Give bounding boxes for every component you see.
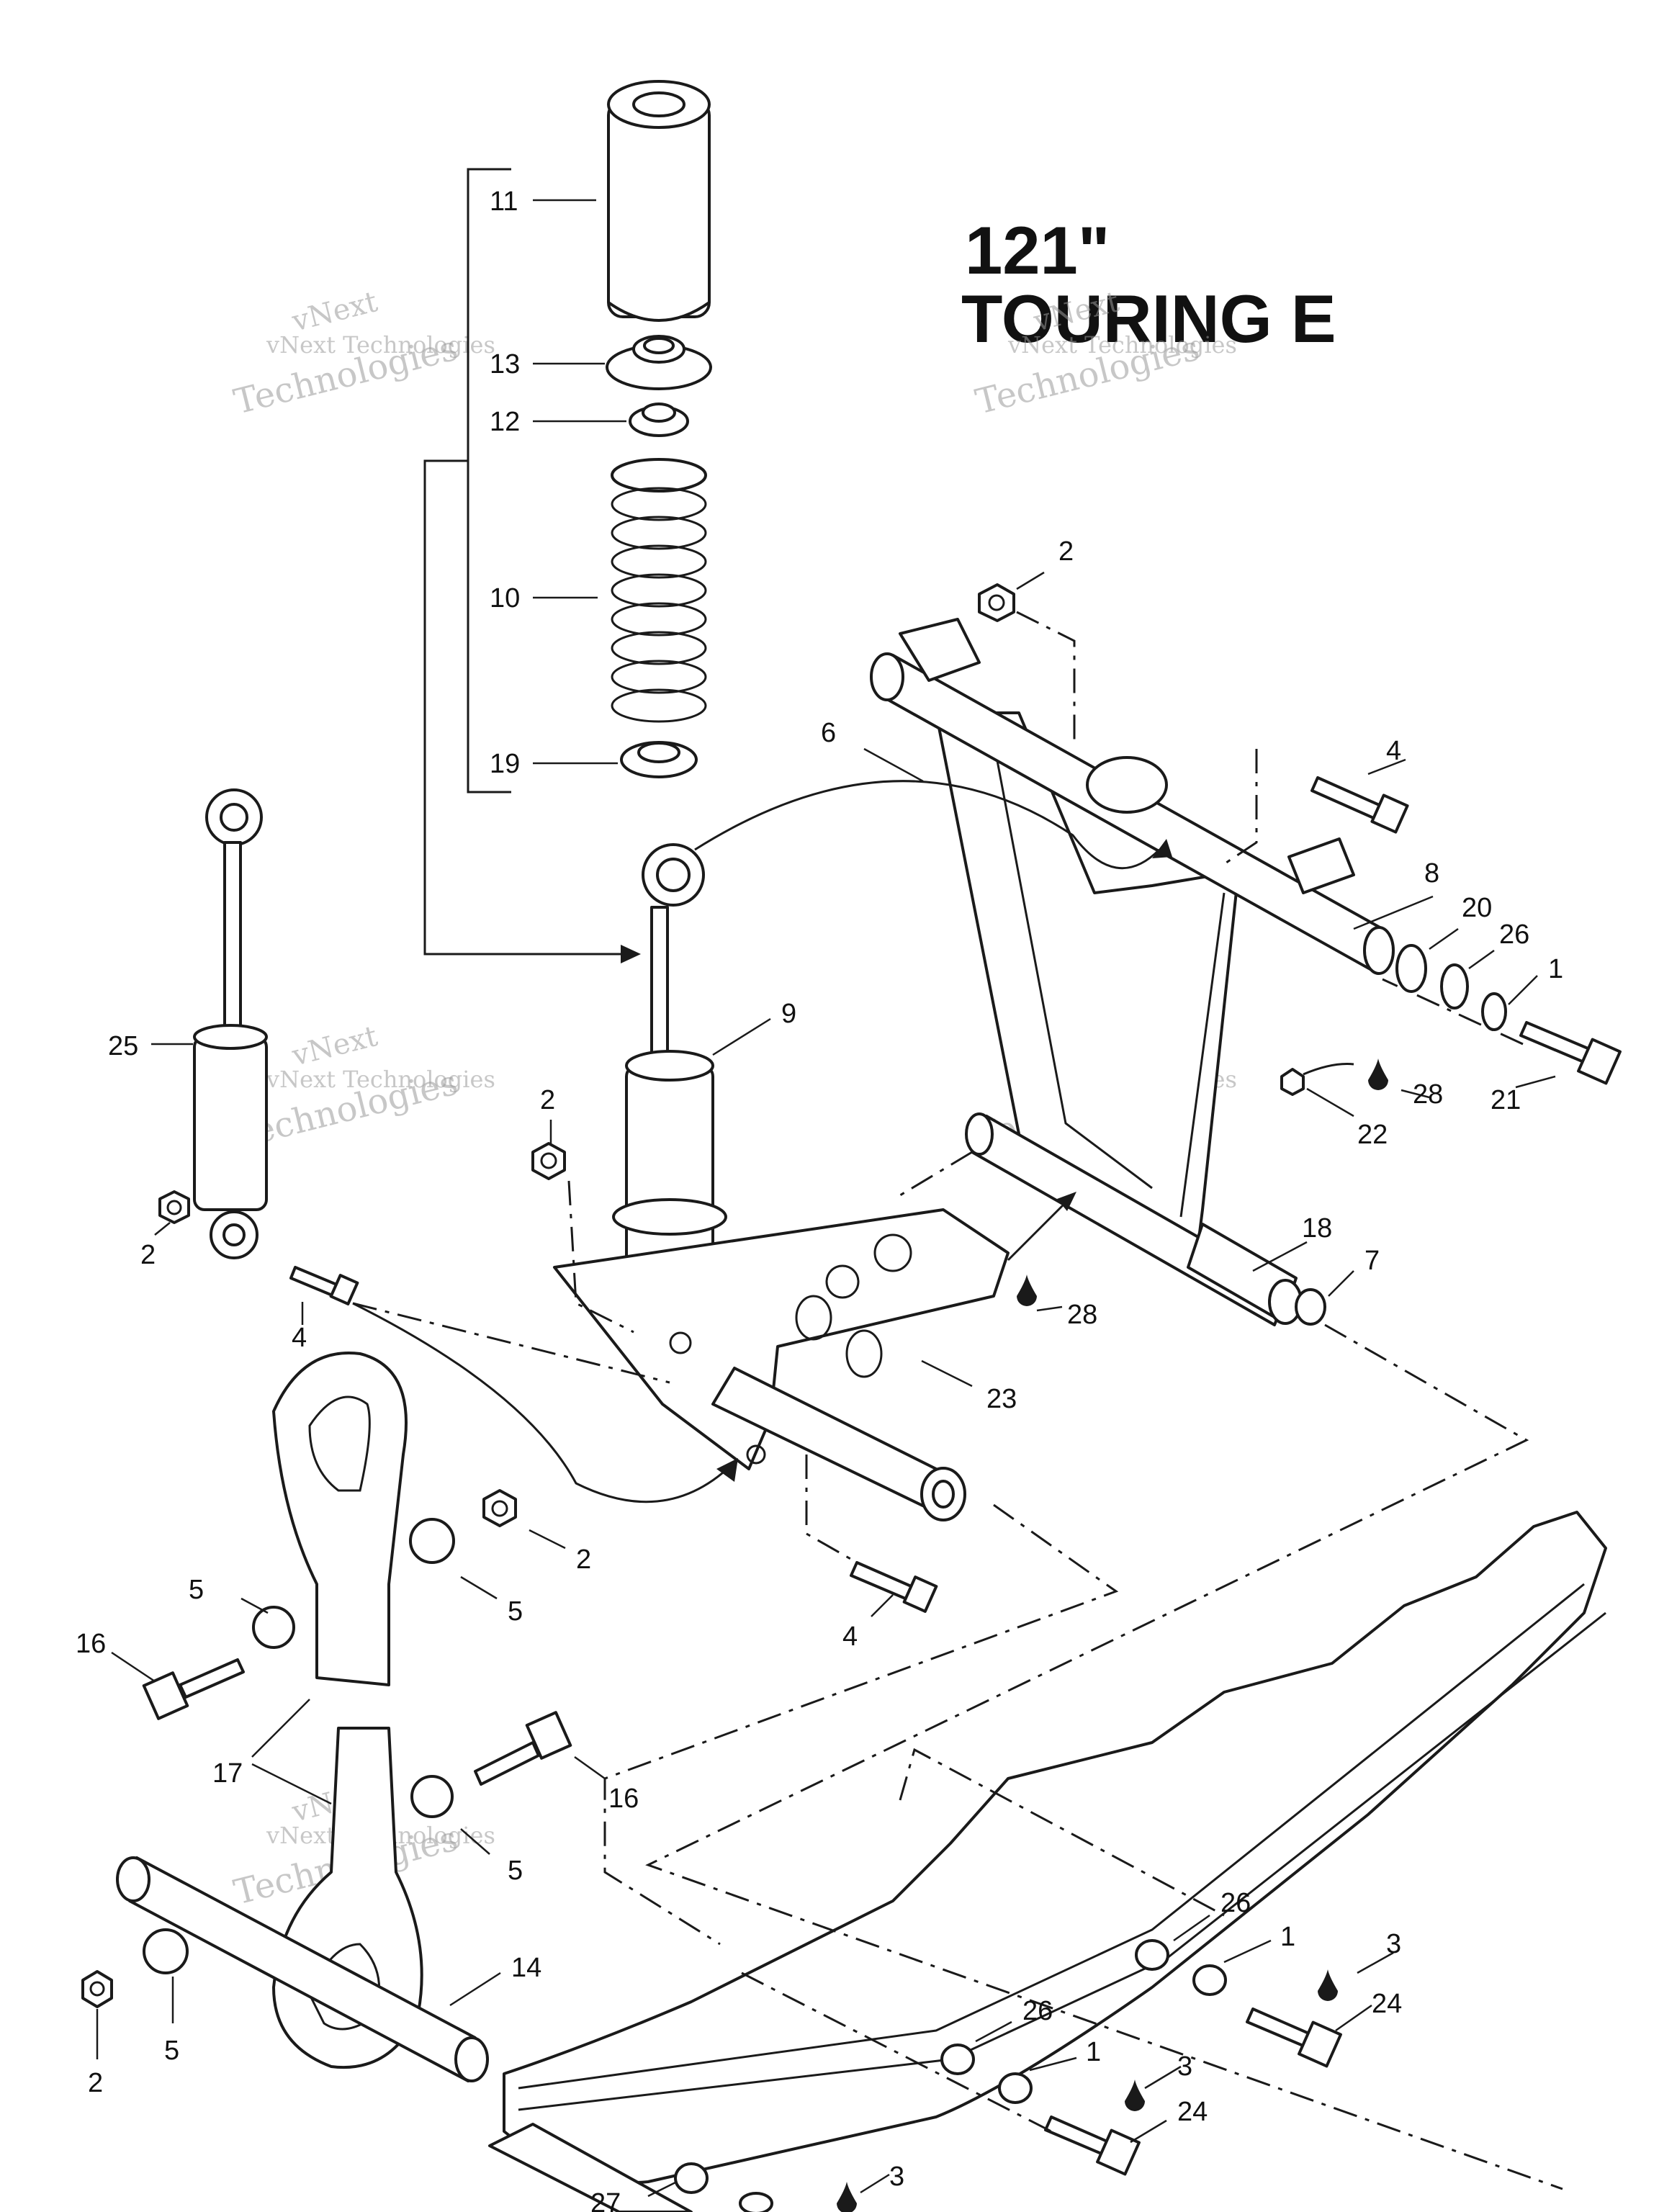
callout-20: 20: [1462, 893, 1492, 923]
leader-lines: [96, 199, 1556, 2198]
watermark-3: vNext vNext Technologies Technologies: [230, 1020, 495, 1157]
grease-fitting-22: [1280, 1063, 1354, 1096]
callout-5d: 5: [164, 2036, 179, 2066]
callout-11: 11: [490, 186, 518, 217]
callout-17: 17: [212, 1758, 243, 1789]
callout-1c: 1: [1086, 2037, 1101, 2067]
callout-27: 27: [590, 2188, 621, 2212]
callout-5c: 5: [508, 1856, 523, 1886]
callout-4b: 4: [292, 1323, 307, 1353]
rails: [488, 1511, 1607, 2212]
bolt-24-upper: [1246, 2008, 1342, 2068]
nut-2-bottom: [81, 1970, 113, 2008]
svg-text:vNext: vNext: [288, 285, 380, 338]
title-line-1: 121": [965, 212, 1110, 288]
callout-2e: 2: [88, 2068, 103, 2098]
bolt-4-top: [1310, 776, 1409, 834]
callout-21: 21: [1491, 1085, 1521, 1115]
svg-text:vNext Technologies: vNext Technologies: [1007, 331, 1237, 359]
callout-22: 22: [1357, 1120, 1388, 1150]
callout-labels: 11 13 12 10 19 2 6 4 8 20 26 1 21 28 22 …: [76, 186, 1563, 2212]
nut-2-right: [482, 1489, 517, 1527]
callout-26c: 26: [1022, 1996, 1053, 2026]
title-line-2: TOURING E: [961, 281, 1336, 356]
washers: [143, 944, 1507, 2212]
callout-2: 2: [1058, 536, 1074, 567]
bolt-16-left: [142, 1658, 245, 1720]
callout-2d: 2: [576, 1545, 591, 1575]
callout-28: 28: [1413, 1079, 1443, 1110]
callout-5b: 5: [508, 1596, 523, 1627]
callout-18: 18: [1302, 1213, 1332, 1244]
part-19-seat: [620, 741, 698, 778]
callout-25: 25: [108, 1031, 138, 1061]
part-6-arm: [870, 618, 1395, 1269]
callout-13: 13: [490, 349, 520, 379]
callout-2b: 2: [140, 1240, 156, 1270]
nut-2-top: [978, 583, 1015, 622]
callout-8: 8: [1424, 858, 1439, 889]
callout-4: 4: [1386, 736, 1401, 766]
nut-2-left: [158, 1190, 190, 1224]
part-11-cover: [607, 80, 711, 322]
bolt-21: [1519, 1021, 1622, 1085]
part-18-axle: [965, 1112, 1303, 1326]
callout-4c: 4: [842, 1622, 858, 1652]
part-23-front-arm: [553, 1208, 1010, 1521]
svg-text:vNext Technologies: vNext Technologies: [266, 1066, 495, 1093]
nut-2-mid: [531, 1142, 566, 1180]
callout-26b: 26: [1220, 1888, 1251, 1918]
callout-19: 19: [490, 749, 520, 779]
callout-3c: 3: [889, 2162, 904, 2192]
callout-28b: 28: [1067, 1300, 1097, 1330]
callout-2c: 2: [540, 1085, 555, 1115]
callout-1b: 1: [1280, 1922, 1295, 1952]
part-12-collar: [629, 403, 689, 437]
bolt-24-lower: [1044, 2116, 1141, 2176]
callout-5: 5: [189, 1575, 204, 1605]
connection-curves: [352, 780, 1172, 1503]
svg-text:vNext Technologies: vNext Technologies: [266, 331, 495, 359]
bolt-16-right: [474, 1711, 572, 1786]
part-17-rear-arm: [116, 1352, 489, 2082]
bolt-4-mid: [850, 1561, 938, 1613]
watermark-1: vNext vNext Technologies Technologies: [230, 285, 495, 423]
callout-24: 24: [1372, 1989, 1402, 2019]
callout-10: 10: [490, 583, 520, 613]
callout-16b: 16: [608, 1784, 639, 1814]
callout-1: 1: [1548, 954, 1563, 984]
part-13-cup: [606, 335, 712, 390]
callout-16: 16: [76, 1629, 106, 1659]
callout-6: 6: [821, 718, 836, 748]
callout-26: 26: [1499, 920, 1529, 950]
callout-7: 7: [1364, 1246, 1380, 1276]
callout-14: 14: [511, 1953, 541, 1983]
callout-3b: 3: [1177, 2051, 1192, 2082]
part-10-spring: [611, 458, 707, 734]
watermark-2: vNext vNext Technologies Technologies: [971, 285, 1237, 423]
grease-drops: [837, 1058, 1388, 2212]
callout-3: 3: [1386, 1929, 1401, 1959]
part-25-shock: [193, 788, 268, 1259]
callout-23: 23: [986, 1384, 1017, 1414]
svg-text:vNext: vNext: [288, 1020, 380, 1073]
callout-24b: 24: [1177, 2097, 1208, 2127]
callout-9: 9: [781, 999, 796, 1029]
bolt-4-left: [289, 1266, 359, 1305]
callout-12: 12: [490, 407, 520, 437]
kit-bracket: [423, 168, 641, 963]
